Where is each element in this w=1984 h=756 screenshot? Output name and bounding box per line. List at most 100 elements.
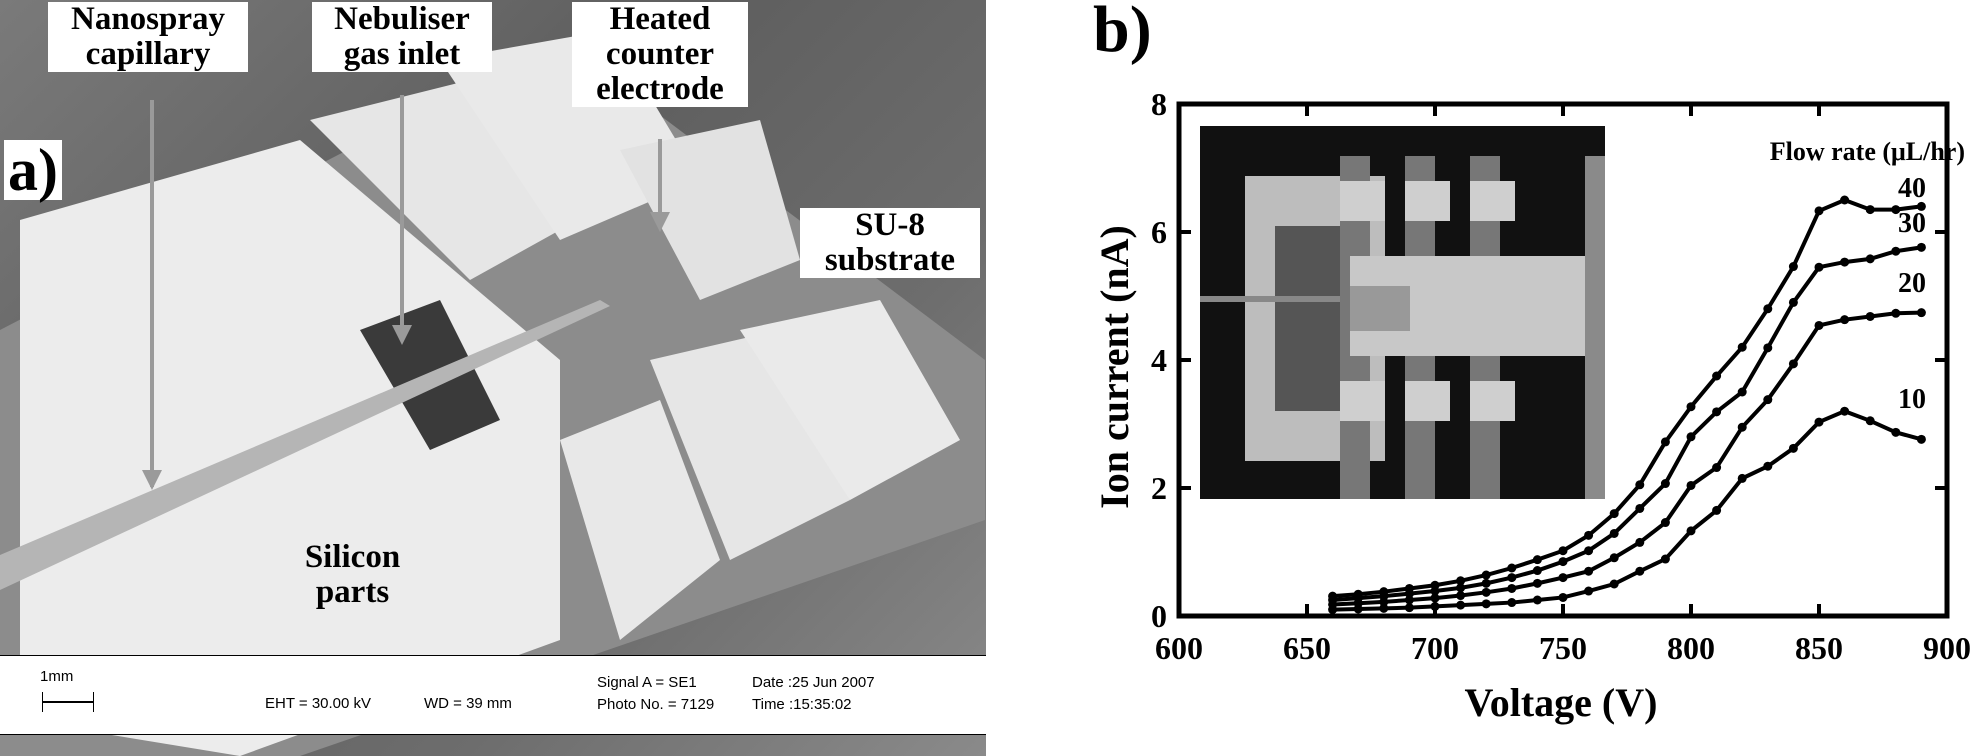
- data-point-10: [1660, 554, 1670, 564]
- data-point-30: [1686, 432, 1696, 442]
- data-point-30: [1865, 254, 1875, 264]
- data-point-10: [1353, 604, 1363, 614]
- data-point-20: [1712, 463, 1722, 473]
- data-point-40: [1660, 437, 1670, 447]
- heated-arrowhead: [650, 212, 670, 232]
- series-label-20: 20: [1898, 268, 1926, 299]
- data-point-30: [1558, 557, 1568, 567]
- data-point-30: [1430, 586, 1440, 596]
- data-point-10: [1430, 601, 1440, 611]
- data-point-20: [1737, 422, 1747, 432]
- data-point-30: [1481, 578, 1491, 588]
- data-point-20: [1788, 359, 1798, 369]
- panel-b-label: b): [1093, 0, 1152, 66]
- x-tick-label: 850: [1795, 630, 1843, 666]
- data-point-30: [1584, 546, 1594, 556]
- inset-tip-region: [1350, 286, 1410, 331]
- data-point-30: [1840, 257, 1850, 267]
- x-tick-label: 650: [1283, 630, 1331, 666]
- data-point-40: [1814, 206, 1824, 216]
- data-point-20: [1635, 537, 1645, 547]
- data-point-10: [1814, 417, 1824, 427]
- data-point-10: [1609, 579, 1619, 589]
- data-point-20: [1763, 395, 1773, 405]
- data-point-10: [1763, 461, 1773, 471]
- data-point-20: [1430, 593, 1440, 603]
- data-point-30: [1660, 479, 1670, 489]
- data-point-20: [1865, 311, 1875, 321]
- data-point-40: [1865, 205, 1875, 215]
- data-point-40: [1635, 480, 1645, 490]
- data-point-40: [1456, 576, 1466, 586]
- scale-bar-label: 1mm: [40, 668, 74, 685]
- inset-pad: [1470, 181, 1515, 221]
- nanospray-arrowhead: [142, 470, 162, 490]
- nebuliser-arrowhead: [392, 325, 412, 345]
- inset-pad: [1405, 381, 1450, 421]
- label-su8-substrate: SU-8 substrate: [800, 208, 980, 278]
- series-label-30: 30: [1898, 208, 1926, 239]
- data-point-20: [1481, 587, 1491, 597]
- data-point-20: [1660, 518, 1670, 528]
- data-point-40: [1840, 195, 1850, 205]
- x-tick-label: 900: [1923, 630, 1971, 666]
- data-point-40: [1507, 563, 1517, 573]
- inset-capillary: [1200, 296, 1340, 302]
- inset-pad: [1340, 181, 1385, 221]
- data-point-20: [1456, 591, 1466, 601]
- data-point-20: [1379, 597, 1389, 607]
- data-point-10: [1481, 599, 1491, 609]
- signal-value: Signal A = SE1: [597, 674, 697, 691]
- data-point-40: [1737, 342, 1747, 352]
- data-point-40: [1584, 530, 1594, 540]
- data-point-30: [1404, 589, 1414, 599]
- data-point-30: [1916, 242, 1926, 252]
- inset-pad: [1340, 381, 1385, 421]
- x-tick-label: 800: [1667, 630, 1715, 666]
- panel-a-label: a): [4, 140, 62, 200]
- data-point-10: [1712, 505, 1722, 515]
- y-tick-label: 4: [1151, 342, 1167, 378]
- data-point-10: [1507, 598, 1517, 608]
- data-point-20: [1916, 308, 1926, 318]
- x-tick-label: 750: [1539, 630, 1587, 666]
- inset-pad: [1470, 381, 1515, 421]
- data-point-20: [1584, 566, 1594, 576]
- data-point-40: [1891, 205, 1901, 215]
- data-point-20: [1840, 315, 1850, 325]
- data-point-40: [1763, 304, 1773, 314]
- data-point-10: [1865, 416, 1875, 426]
- data-point-10: [1328, 605, 1338, 615]
- label-nanospray-capillary: Nanospray capillary: [48, 2, 248, 72]
- data-point-40: [1712, 371, 1722, 381]
- data-point-30: [1609, 528, 1619, 538]
- data-point-10: [1788, 443, 1798, 453]
- data-point-40: [1481, 570, 1491, 580]
- data-point-30: [1456, 583, 1466, 593]
- data-point-10: [1840, 406, 1850, 416]
- inset-edge: [1585, 156, 1605, 499]
- data-point-30: [1788, 297, 1798, 307]
- data-point-10: [1558, 592, 1568, 602]
- y-tick-label: 2: [1151, 470, 1167, 506]
- label-nebuliser-gas-inlet: Nebuliser gas inlet: [312, 2, 492, 72]
- data-point-20: [1891, 308, 1901, 318]
- data-point-20: [1609, 553, 1619, 563]
- data-point-10: [1379, 603, 1389, 613]
- heated-electrode: [620, 120, 800, 300]
- legend-title: Flow rate (μL/hr): [1770, 137, 1965, 166]
- sem-device-image: [0, 30, 985, 756]
- data-point-40: [1532, 555, 1542, 565]
- date-value: Date :25 Jun 2007: [752, 674, 875, 691]
- data-point-20: [1532, 578, 1542, 588]
- data-point-20: [1558, 573, 1568, 583]
- series-label-40: 40: [1898, 173, 1926, 204]
- y-axis-label: Ion current (nA): [1092, 225, 1137, 509]
- data-point-40: [1686, 402, 1696, 412]
- data-point-10: [1737, 473, 1747, 483]
- data-point-30: [1737, 387, 1747, 397]
- data-point-10: [1686, 526, 1696, 536]
- label-silicon-parts: Silicon parts: [304, 539, 401, 610]
- sem-image-panel: Nanospray capillary Nebuliser gas inlet …: [0, 0, 986, 756]
